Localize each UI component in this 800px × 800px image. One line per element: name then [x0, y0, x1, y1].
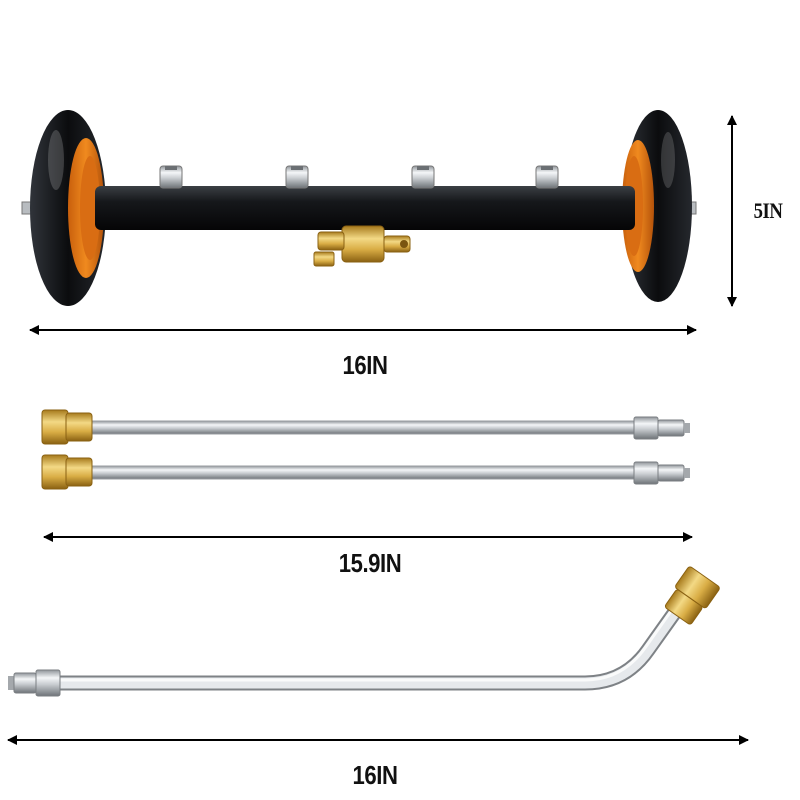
nozzle: [535, 165, 559, 189]
bent-wand: [8, 566, 720, 697]
left-wheel: [21, 110, 106, 306]
spray-bar: [95, 186, 635, 230]
brass-inlet-connector: [313, 225, 411, 267]
undercarriage-cleaner: [21, 110, 697, 306]
wand-length-label: 15.9IN: [338, 548, 402, 578]
right-wheel: [622, 110, 697, 302]
nozzle: [285, 165, 309, 189]
width-label: 16IN: [342, 350, 388, 380]
height-label: 5IN: [753, 198, 783, 223]
nozzle: [159, 165, 183, 189]
straight-wand: [41, 454, 690, 490]
bent-wand-length-label: 16IN: [352, 760, 398, 790]
nozzle: [411, 165, 435, 189]
nozzles: [159, 165, 559, 189]
straight-wand: [41, 409, 690, 445]
